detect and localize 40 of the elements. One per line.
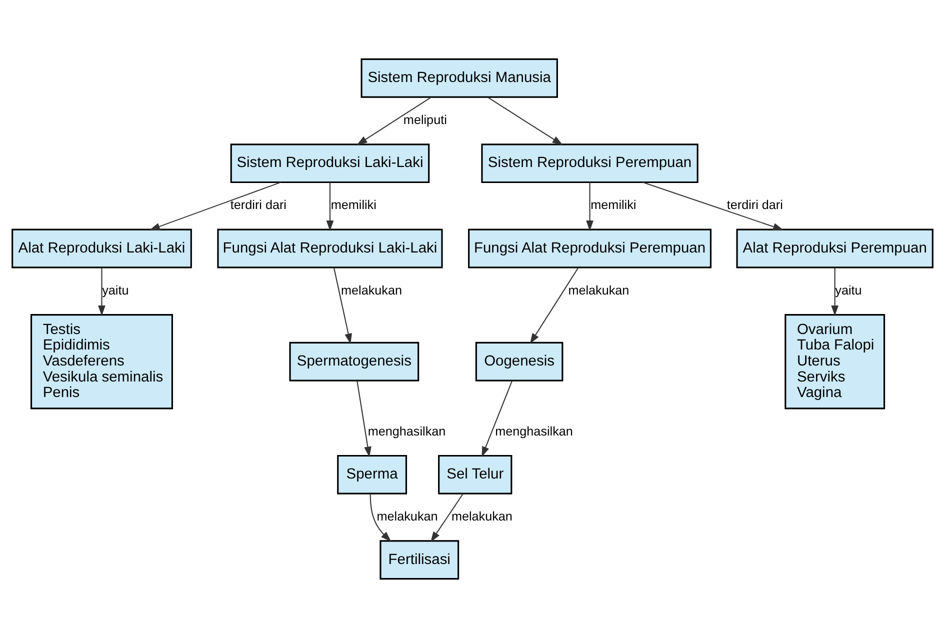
node-box: Sistem Reproduksi Perempuan [481,144,698,184]
arrow [530,268,579,344]
arrow [98,268,106,316]
arrow [356,96,432,146]
node-box: Fertilisasi [380,540,460,580]
arrow [149,182,281,230]
node-box: Spermatogenesis [289,342,420,382]
node-box: Sel Telur [438,454,512,494]
arrow [487,96,563,146]
arrow [356,380,372,458]
node-box: Alat Reproduksi Perempuan [736,228,934,268]
arrow [586,182,594,232]
arrow [370,494,392,542]
arrow [831,268,839,316]
node-box: Oogenesis [475,342,564,382]
node-box: Fungsi Alat Reproduksi Laki-Laki [217,228,443,268]
edge-label: terdiri dari [726,198,783,212]
edge-label: memiliki [590,198,636,212]
arrow [482,380,512,458]
arrow [642,182,784,230]
edge-label: menghasilkan [495,424,573,438]
edge-label: melakukan [568,283,630,298]
arrow [326,182,334,232]
node-box: Alat Reproduksi Laki-Laki [12,228,192,268]
node-box: Sistem Reproduksi Manusia [360,58,558,98]
node-box: Sperma [337,454,408,494]
edge-label: melakukan [451,510,512,524]
edge-label: menghasilkan [368,424,446,438]
arrow [430,493,464,542]
node-box: Sistem Reproduksi Laki-Laki [230,144,430,184]
arrow [333,268,352,344]
edge-label: yaitu [102,283,129,298]
edge-label: melakukan [376,510,438,524]
edge-label: melakukan [341,283,402,298]
edge-label: terdiri dari [230,198,286,212]
node-box: Ovarium Tuba Falopi Uterus Serviks Vagina [784,314,886,410]
edge-label: memiliki [330,198,376,212]
node-box: Testis Epididimis Vasdeferens Vesikula seminalis Penis [30,314,173,410]
edge-label: meliputi [403,113,447,127]
node-box: Fungsi Alat Reproduksi Perempuan [468,228,712,268]
